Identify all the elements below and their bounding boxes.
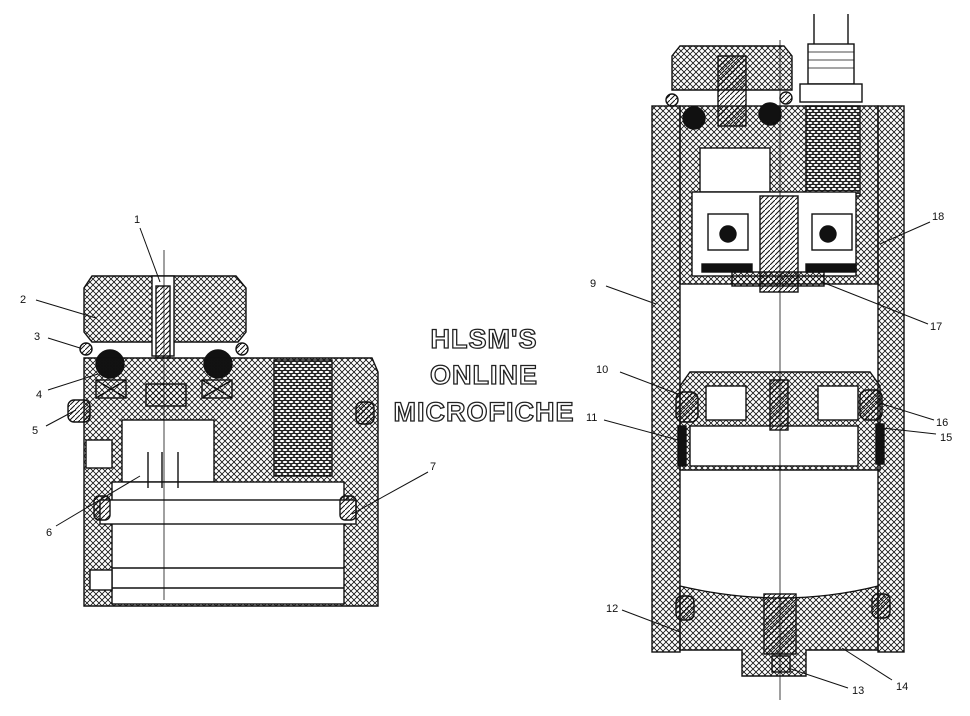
right-tube-wall-left <box>651 105 681 653</box>
callout-3: 3 <box>34 331 40 343</box>
callout-11: 11 <box>586 412 597 424</box>
callout-1: 1 <box>134 214 140 226</box>
left-small-oring <box>235 342 249 356</box>
callout-16: 16 <box>936 417 948 429</box>
right-tube-wall-right <box>877 105 905 653</box>
left-assembly <box>67 250 379 607</box>
leader-lines <box>35 221 937 689</box>
right-assembly <box>651 14 905 700</box>
watermark-line-2: ONLINE <box>430 360 538 390</box>
callout-14: 14 <box>896 681 908 693</box>
callout-4: 4 <box>36 389 42 401</box>
callout-18: 18 <box>932 211 944 223</box>
callout-17: 17 <box>930 321 942 333</box>
callout-2: 2 <box>20 294 26 306</box>
callout-labels: 1 2 3 4 5 6 7 9 10 11 12 13 14 15 16 17 … <box>20 211 952 697</box>
left-small-oring <box>79 342 93 356</box>
watermark-line-1: HLSM'S <box>431 324 538 354</box>
callout-10: 10 <box>596 364 608 376</box>
callout-9: 9 <box>590 278 596 290</box>
callout-5: 5 <box>32 425 38 437</box>
callout-15: 15 <box>940 432 952 444</box>
callout-13: 13 <box>852 685 864 697</box>
watermark-line-3: MICROFICHE <box>394 397 575 427</box>
callout-12: 12 <box>606 603 618 615</box>
watermark: HLSM'S ONLINE MICROFICHE <box>393 323 575 427</box>
callout-6: 6 <box>46 527 52 539</box>
callout-7: 7 <box>430 461 436 473</box>
